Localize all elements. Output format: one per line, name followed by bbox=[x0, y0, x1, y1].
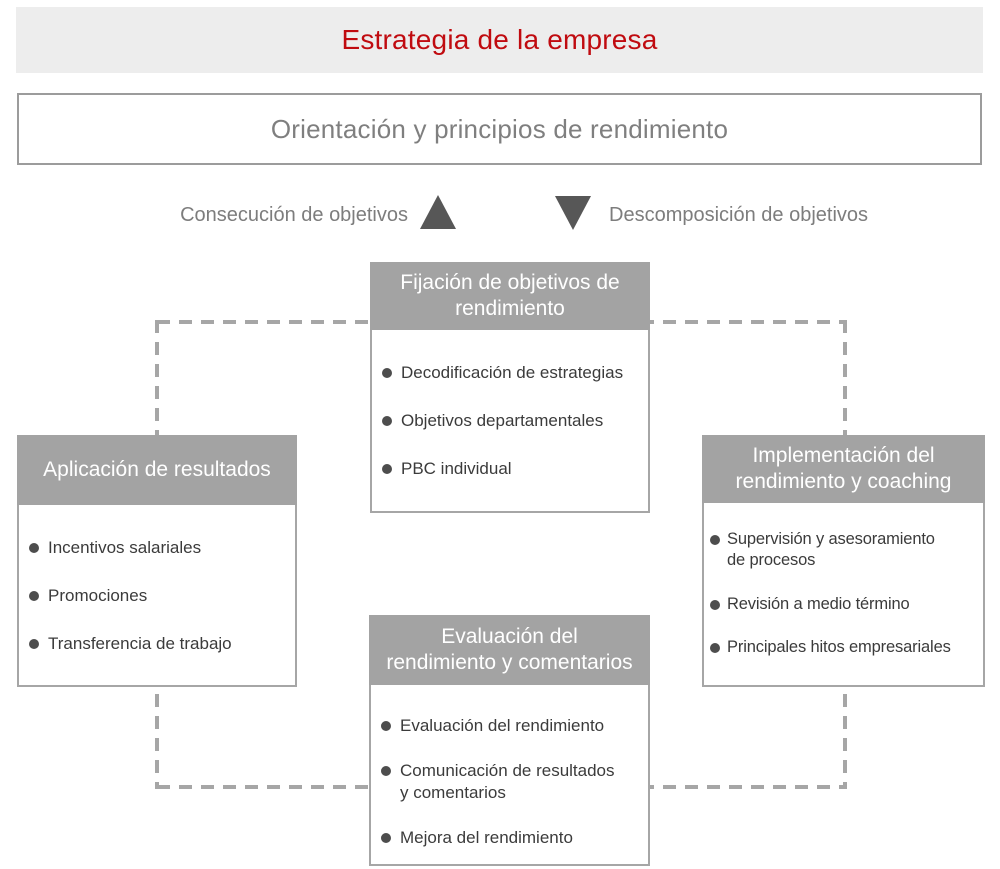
down-triangle-icon bbox=[555, 196, 591, 230]
list-item-label: Revisión a medio término bbox=[727, 594, 910, 613]
bullet-icon bbox=[382, 416, 392, 427]
bullet-icon bbox=[710, 643, 720, 654]
list-item-label: Decodificación de estrategias bbox=[401, 363, 624, 382]
list-item-label: PBC individual bbox=[401, 459, 512, 479]
list-item: Supervisión y asesoramiento de procesos bbox=[710, 529, 983, 572]
box-evaluation-feedback-header: Evaluación del rendimiento y comentarios bbox=[369, 615, 650, 685]
bullet-icon bbox=[710, 535, 720, 545]
box-evaluation-feedback-body: Evaluación del rendimiento Comunicación … bbox=[369, 685, 650, 866]
list-item: Objetivos departamentales bbox=[382, 410, 648, 432]
list-item: Evaluación del rendimiento bbox=[381, 715, 648, 737]
goal-setting-list: Decodificación de estrategias Objetivos … bbox=[372, 330, 648, 480]
box-implementation-coaching-header: Implementación del rendimiento y coachin… bbox=[702, 435, 985, 503]
bullet-icon bbox=[381, 721, 391, 731]
bullet-icon bbox=[381, 833, 391, 844]
goal-decomposition-label: Descomposición de objetivos bbox=[609, 204, 869, 226]
box-goal-setting-header: Fijación de objetivos de rendimiento bbox=[370, 262, 650, 330]
evaluation-feedback-list: Evaluación del rendimiento Comunicación … bbox=[371, 685, 648, 849]
principles-title: Orientación y principios de rendimiento bbox=[270, 113, 729, 144]
bullet-icon bbox=[381, 766, 391, 777]
bullet-icon bbox=[29, 543, 39, 553]
banner-title: Estrategia de la empresa bbox=[341, 24, 658, 55]
list-item-label: Evaluación del rendimiento bbox=[400, 716, 605, 735]
implementation-coaching-list: Supervisión y asesoramiento de procesos … bbox=[704, 503, 983, 659]
box-results-application-header: Aplicación de resultados bbox=[17, 435, 297, 505]
bullet-icon bbox=[382, 368, 392, 378]
list-item-label: Transferencia de trabajo bbox=[48, 634, 232, 654]
list-item-label: Mejora del rendimiento bbox=[400, 828, 573, 848]
list-item: Decodificación de estrategias bbox=[382, 362, 648, 384]
list-item-label: Comunicación de resultados y comentarios bbox=[400, 761, 615, 803]
list-item: Revisión a medio término bbox=[710, 594, 983, 615]
bullet-icon bbox=[710, 599, 720, 610]
box-goal-setting-body: Decodificación de estrategias Objetivos … bbox=[370, 330, 650, 513]
bullet-icon bbox=[29, 639, 39, 650]
list-item-label: Incentivos salariales bbox=[48, 538, 202, 557]
box-implementation-coaching-body: Supervisión y asesoramiento de procesos … bbox=[702, 503, 985, 687]
principles-box: Orientación y principios de rendimiento bbox=[17, 93, 982, 165]
box-results-application: Aplicación de resultados Incentivos sala… bbox=[17, 435, 297, 687]
list-item: Comunicación de resultados y comentarios bbox=[381, 760, 648, 804]
box-evaluation-feedback: Evaluación del rendimiento y comentarios… bbox=[369, 615, 650, 866]
list-item: Principales hitos empresariales bbox=[710, 637, 983, 658]
box-results-application-body: Incentivos salariales Promociones Transf… bbox=[17, 505, 297, 687]
company-strategy-banner: Estrategia de la empresa bbox=[16, 7, 983, 73]
box-implementation-coaching: Implementación del rendimiento y coachin… bbox=[702, 435, 985, 687]
list-item: Promociones bbox=[29, 585, 295, 607]
list-item-label: Objetivos departamentales bbox=[401, 411, 604, 431]
list-item-label: Supervisión y asesoramiento de procesos bbox=[727, 530, 935, 570]
goal-achievement-label: Consecución de objetivos bbox=[180, 204, 408, 226]
up-triangle-icon bbox=[420, 195, 456, 229]
list-item-label: Promociones bbox=[48, 586, 148, 606]
list-item-label: Principales hitos empresariales bbox=[727, 638, 951, 657]
list-item: Incentivos salariales bbox=[29, 537, 295, 559]
bullet-icon bbox=[29, 591, 39, 602]
list-item: Transferencia de trabajo bbox=[29, 633, 295, 655]
bullet-icon bbox=[382, 464, 392, 475]
list-item: PBC individual bbox=[382, 458, 648, 480]
results-application-list: Incentivos salariales Promociones Transf… bbox=[19, 505, 295, 655]
box-goal-setting: Fijación de objetivos de rendimiento Dec… bbox=[370, 262, 650, 513]
list-item: Mejora del rendimiento bbox=[381, 827, 648, 849]
